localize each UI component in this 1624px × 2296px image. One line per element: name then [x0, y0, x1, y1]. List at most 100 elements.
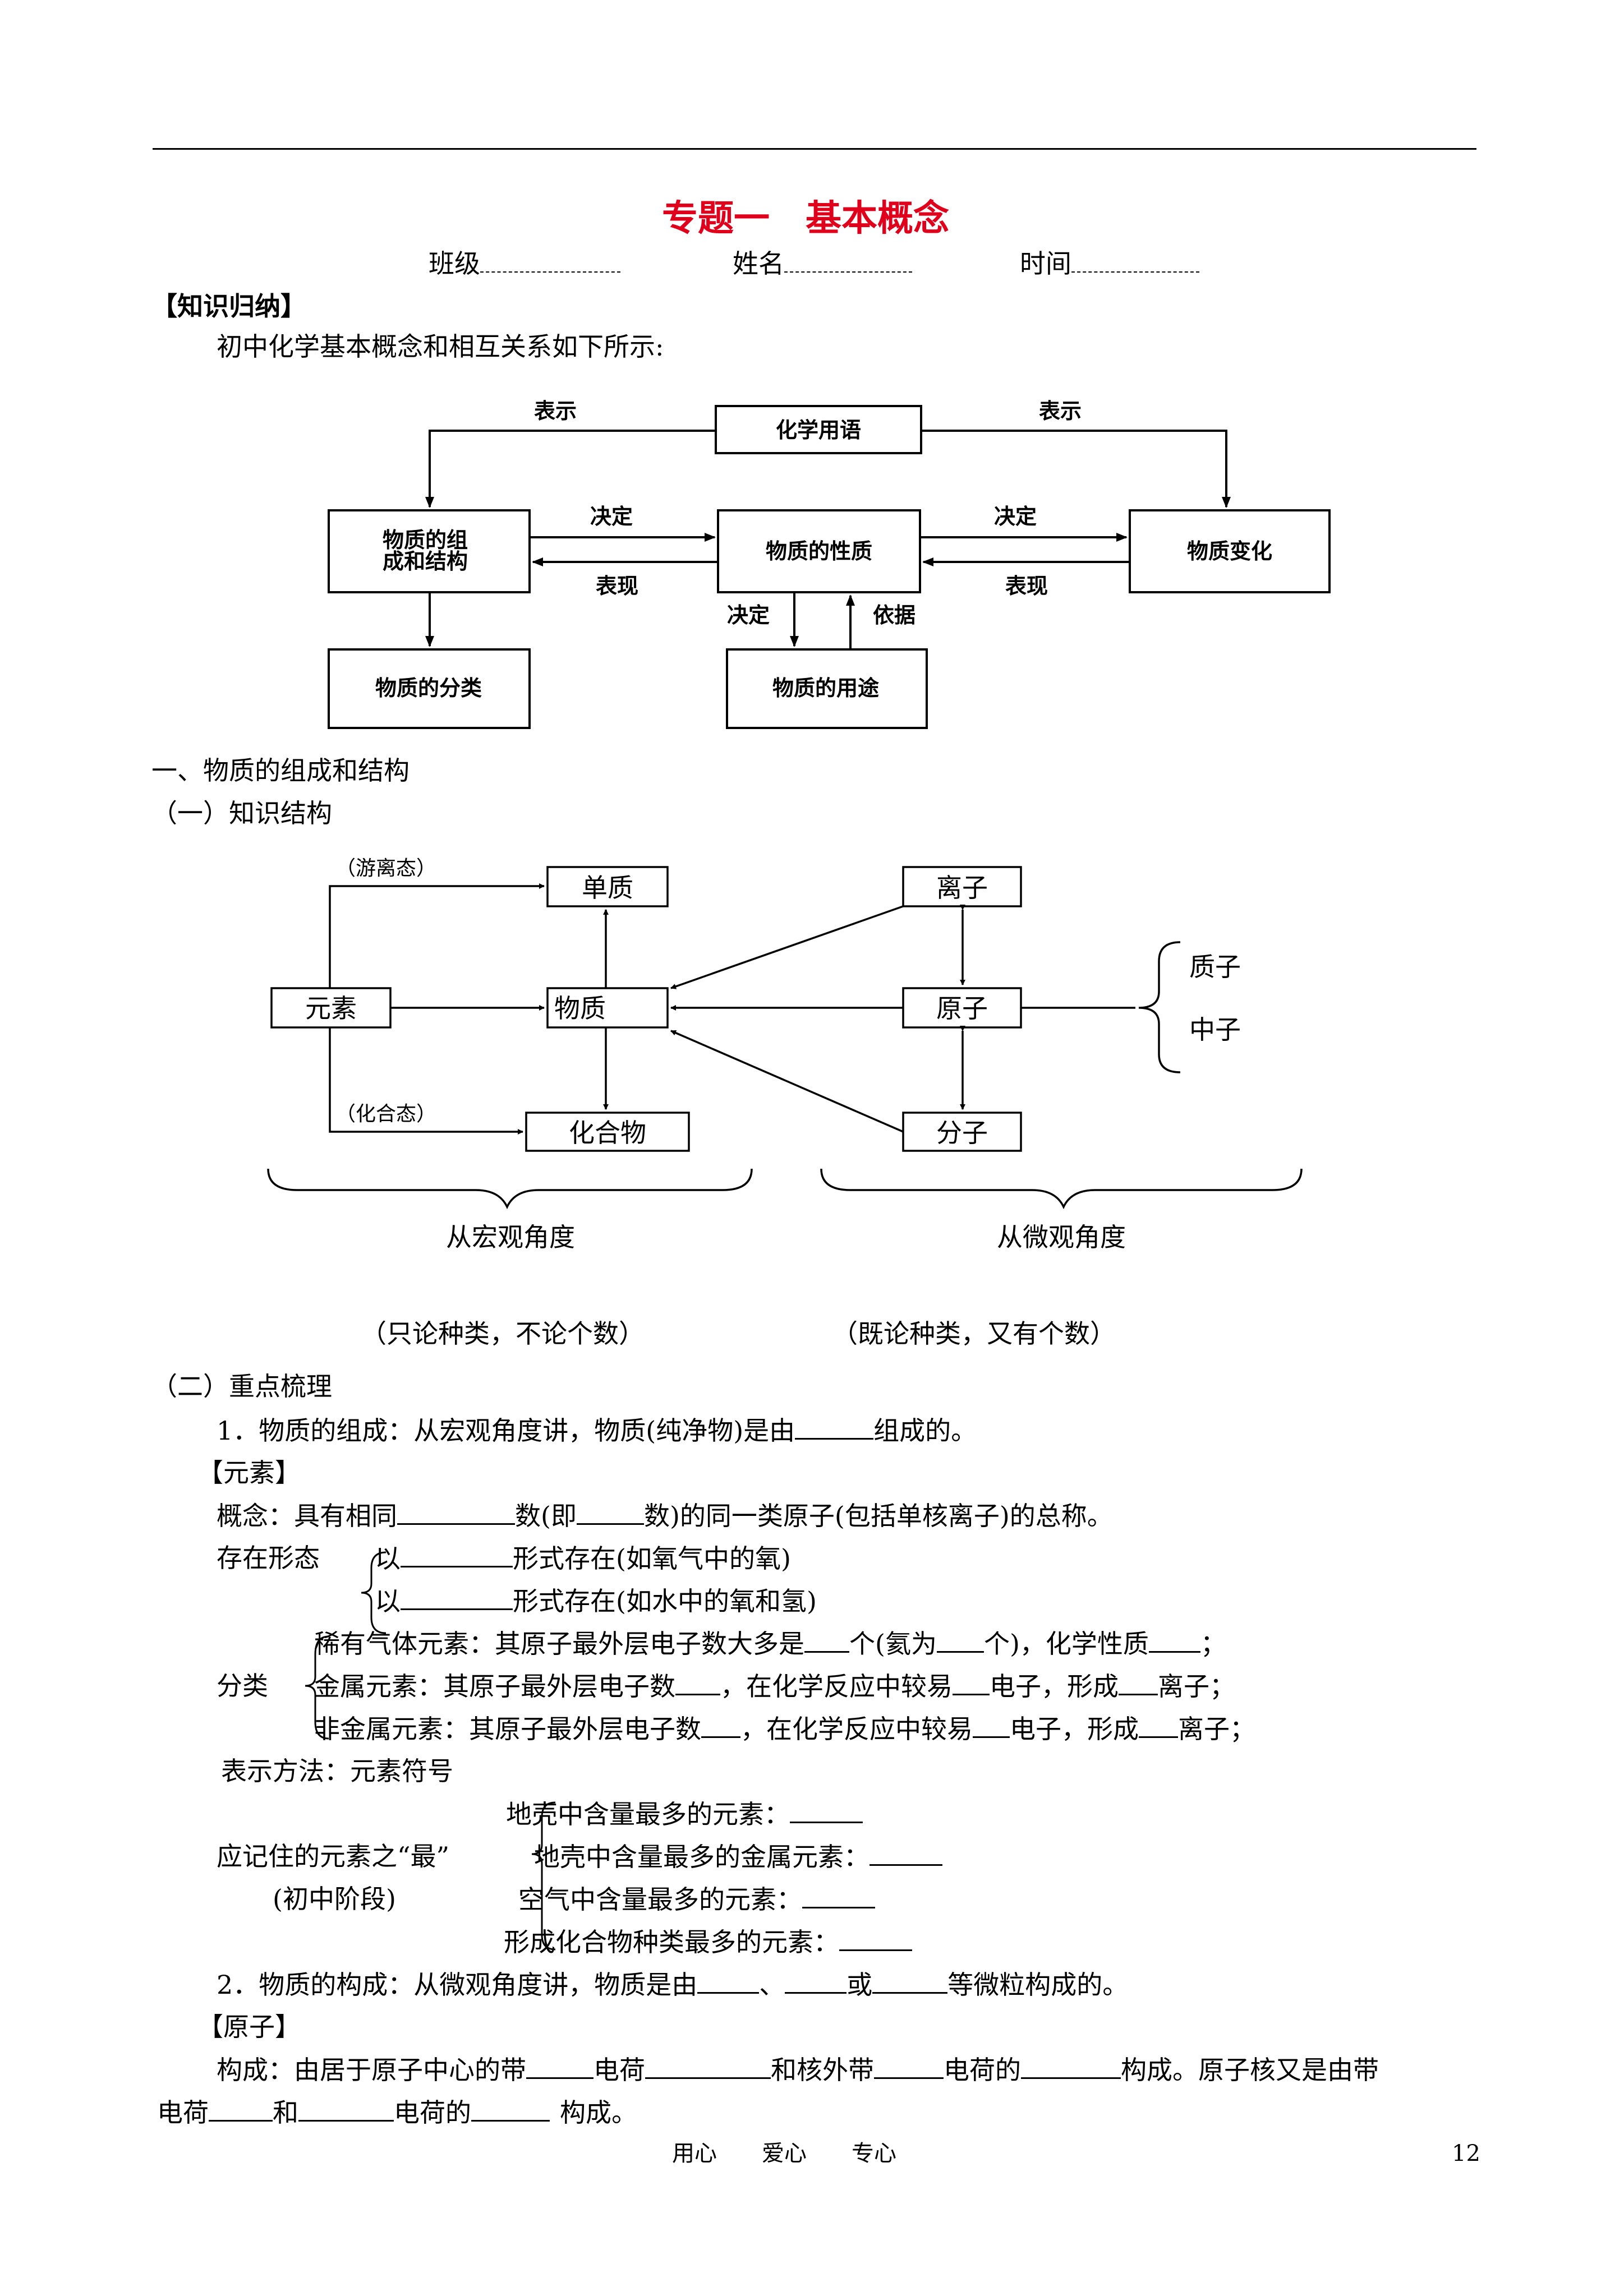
exist2-text-a: 以	[375, 1586, 401, 1616]
blank-noble-1[interactable]	[804, 1628, 849, 1653]
brace-proton-neutron	[1138, 941, 1181, 1073]
box-simple-substance	[546, 866, 669, 907]
line-free-state	[329, 883, 545, 988]
blank-metal-3[interactable]	[1119, 1670, 1158, 1695]
blank-atom-5[interactable]	[209, 2096, 273, 2122]
label-manifest-2: 表现	[1005, 574, 1048, 598]
blank-atom-7[interactable]	[471, 2096, 550, 2122]
concept-diagrams: 化学用语 表示 表示 物质的组 成和结构 物质的性质 物质变化 决定 表现 决定…	[267, 399, 1331, 1349]
nonmetal-text-c: 电子，形成	[1010, 1714, 1139, 1744]
nonmetal-text-d: 离子；	[1178, 1714, 1255, 1744]
atom-line-1: 构成：由居于原子中心的带电荷和核外带电荷的构成。原子核又是由带	[217, 2054, 1379, 2086]
most4-text: 形成化合物种类最多的元素：	[504, 1927, 839, 1957]
blank-p2-3[interactable]	[872, 1968, 948, 1994]
label-element: 元素	[305, 993, 357, 1023]
label-determine-3: 决定	[727, 603, 770, 628]
atom-text-f: 电荷	[157, 2097, 209, 2128]
blank-metal-1[interactable]	[675, 1670, 720, 1695]
label-molecule: 分子	[936, 1118, 988, 1148]
blank-noble-3[interactable]	[1148, 1628, 1200, 1653]
class-blank[interactable]	[480, 248, 620, 273]
blank-most-2[interactable]	[869, 1841, 942, 1866]
label-micro: 从微观角度	[997, 1222, 1126, 1252]
name-field: 姓名	[733, 248, 912, 279]
noble-text-b: 个(氦为	[849, 1629, 937, 1659]
blank-most-3[interactable]	[802, 1883, 875, 1908]
blank-p1[interactable]	[795, 1414, 874, 1440]
blank-most-4[interactable]	[839, 1926, 912, 1951]
blank-atom-6[interactable]	[298, 2096, 394, 2122]
blank-atom-2[interactable]	[645, 2054, 771, 2079]
concept-text-a: 概念：具有相同	[217, 1501, 397, 1531]
atom-text-d: 电荷的	[944, 2055, 1021, 2085]
atom-tag: 【原子】	[197, 2012, 301, 2042]
label-determine-1: 决定	[590, 504, 633, 529]
label-macro-note: （只论种类，不论个数）	[361, 1318, 645, 1349]
label-combined-state: （化合态）	[335, 1103, 436, 1126]
blank-exist-2[interactable]	[401, 1585, 513, 1610]
most-line-1: 地壳中含量最多的元素：	[506, 1798, 863, 1830]
time-blank[interactable]	[1071, 248, 1199, 273]
line-represent-left	[425, 430, 716, 508]
key-points-heading: （二）重点梳理	[151, 1371, 332, 1401]
blank-atom-3[interactable]	[874, 2054, 944, 2079]
blank-concept-2[interactable]	[576, 1500, 644, 1525]
line-combined-state	[329, 1027, 523, 1135]
stage-label: (初中阶段)	[273, 1884, 396, 1914]
most3-text: 空气中含量最多的元素：	[518, 1884, 802, 1915]
blank-most-1[interactable]	[790, 1798, 863, 1823]
label-change: 物质变化	[1187, 539, 1272, 564]
brace-micro	[820, 1168, 1303, 1210]
metal-line: 金属元素：其原子最外层电子数，在化学反应中较易电子，形成离子；	[314, 1670, 1235, 1702]
knowledge-heading: 【知识归纳】	[151, 291, 306, 321]
time-label: 时间	[1020, 248, 1071, 279]
label-classification: 物质的分类	[375, 676, 482, 700]
label-neutron: 中子	[1189, 1015, 1241, 1045]
noble-text-d: ；	[1200, 1629, 1226, 1659]
brace-macro	[267, 1168, 753, 1210]
concept-line: 概念：具有相同数(即数)的同一类原子(包括单核离子)的总称。	[217, 1500, 1113, 1532]
noble-text-a: 稀有气体元素：其原子最外层电子数大多是	[314, 1629, 804, 1659]
p2-line: 2．物质的构成：从微观角度讲，物质是由、或等微粒构成的。	[217, 1968, 1128, 2000]
nonmetal-line: 非金属元素：其原子最外层电子数，在化学反应中较易电子，形成离子；	[314, 1713, 1255, 1745]
label-represent-right: 表示	[1039, 399, 1082, 423]
label-chem-terms: 化学用语	[776, 418, 861, 442]
p2-text-b: 、	[759, 1970, 785, 2000]
blank-atom-1[interactable]	[526, 2054, 594, 2079]
blank-p2-2[interactable]	[785, 1968, 847, 1994]
page-number: 12	[1452, 2141, 1480, 2166]
arrow-ion-substance	[670, 905, 904, 989]
header-rule	[153, 148, 1476, 150]
exist1-text-a: 以	[375, 1543, 401, 1574]
atom-text-e: 构成。原子核又是由带	[1121, 2055, 1379, 2085]
arrow-molecule-substance	[670, 1030, 904, 1133]
noble-line: 稀有气体元素：其原子最外层电子数大多是个(氦为个)，化学性质；	[314, 1628, 1226, 1659]
section1-heading: 一、物质的组成和结构	[151, 755, 410, 786]
blank-atom-4[interactable]	[1021, 2054, 1121, 2079]
blank-nonmetal-2[interactable]	[973, 1713, 1010, 1738]
label-composition-2: 成和结构	[383, 549, 468, 574]
name-label: 姓名	[733, 248, 784, 279]
box-classification	[328, 648, 531, 729]
class-label-text: 分类	[217, 1671, 268, 1701]
blank-nonmetal-1[interactable]	[701, 1713, 740, 1738]
blank-p2-1[interactable]	[697, 1968, 760, 1994]
blank-metal-2[interactable]	[953, 1670, 990, 1695]
label-macro: 从宏观角度	[446, 1222, 575, 1252]
blank-nonmetal-3[interactable]	[1139, 1713, 1178, 1738]
element-tag: 【元素】	[197, 1458, 301, 1488]
label-determine-2: 决定	[994, 504, 1037, 529]
blank-exist-1[interactable]	[401, 1542, 513, 1567]
most-line-2: 地壳中含量最多的金属元素：	[534, 1841, 942, 1873]
name-blank[interactable]	[784, 248, 912, 273]
exist1-text-b: 形式存在(如氧气中的氧)	[513, 1543, 791, 1574]
label-represent-left: 表示	[534, 399, 577, 423]
blank-noble-2[interactable]	[936, 1628, 984, 1653]
label-free-state: （游离态）	[335, 857, 436, 880]
page-title: 专题一 基本概念	[662, 197, 949, 239]
p2-text-a: 2．物质的构成：从微观角度讲，物质是由	[217, 1970, 698, 2000]
time-field: 时间	[1020, 248, 1199, 279]
label-use: 物质的用途	[772, 676, 879, 700]
blank-concept-1[interactable]	[397, 1500, 515, 1525]
relationship-diagram	[328, 405, 1331, 729]
